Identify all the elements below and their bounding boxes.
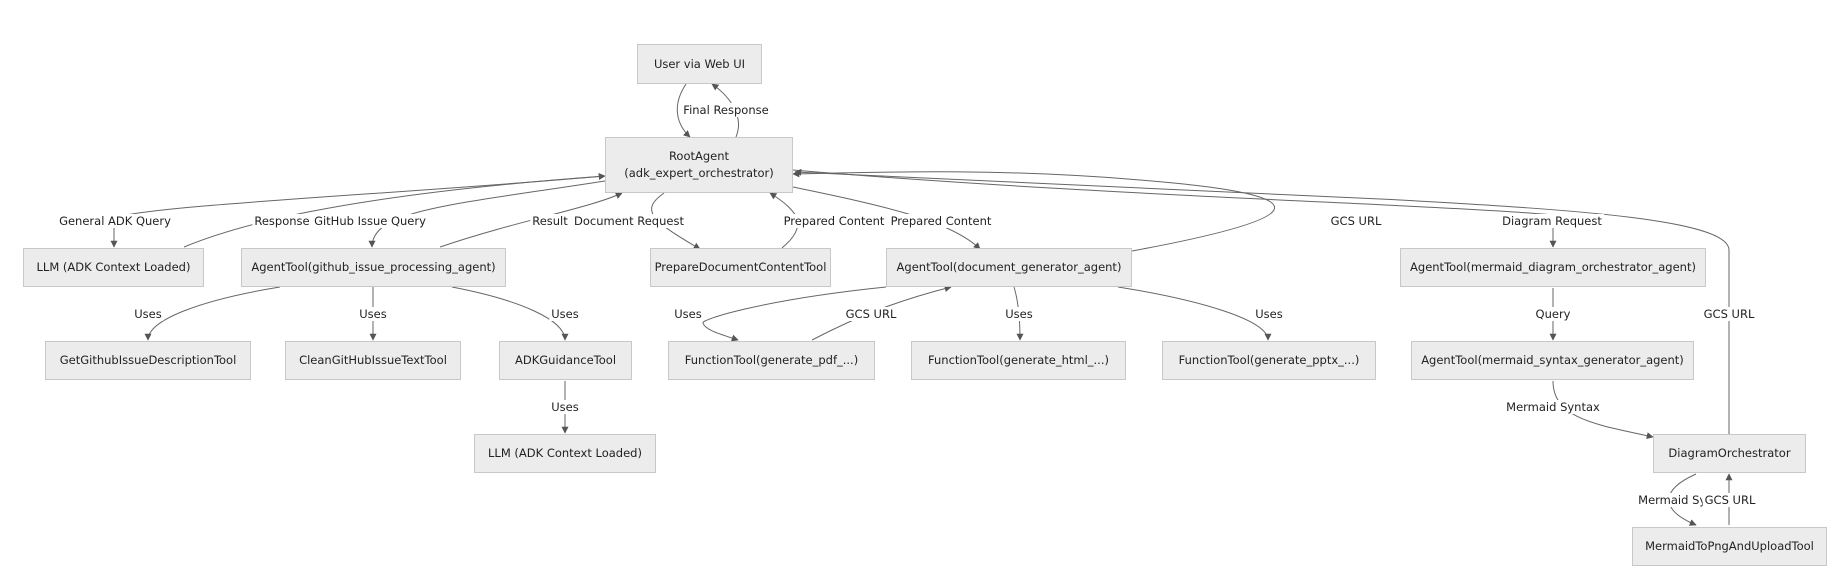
node-diagram-orchestrator: DiagramOrchestrator	[1653, 434, 1806, 473]
node-root-agent-title: RootAgent	[668, 149, 730, 163]
edge-github-to-adk	[451, 286, 569, 341]
edge-label-result: Result	[530, 214, 570, 228]
edge-syntax-to-diagram-orch	[1552, 380, 1654, 440]
node-get-github-issue-tool: GetGithubIssueDescriptionTool	[45, 341, 251, 380]
node-adk-guidance-tool-label: ADKGuidanceTool	[514, 353, 617, 367]
edge-user-to-root	[676, 83, 691, 138]
node-function-html-tool: FunctionTool(generate_html_...)	[911, 341, 1126, 380]
edge-label-gcs-url-pdf: GCS URL	[843, 307, 899, 321]
node-root-agent: RootAgent (adk_expert_orchestrator)	[605, 137, 793, 193]
edge-root-to-mermaid-agent	[792, 169, 1557, 248]
node-llm-adk-top: LLM (ADK Context Loaded)	[23, 248, 204, 287]
node-llm-adk-bottom-label: LLM (ADK Context Loaded)	[488, 446, 642, 460]
edge-label-uses-clean: Uses	[357, 307, 389, 321]
edge-label-diagram-request: Diagram Request	[1500, 214, 1604, 228]
edge-docgen-to-pptx	[1117, 286, 1272, 341]
edge-label-mermaid-syntax-1: Mermaid Syntax	[1504, 400, 1602, 414]
edge-label-response: Response	[252, 214, 312, 228]
node-document-generator-agent-label: AgentTool(document_generator_agent)	[896, 260, 1122, 274]
node-root-agent-subtitle: (adk_expert_orchestrator)	[624, 166, 774, 180]
node-diagram-orchestrator-label: DiagramOrchestrator	[1668, 446, 1791, 460]
node-mermaid-to-png-tool-label: MermaidToPngAndUploadTool	[1645, 539, 1814, 553]
node-document-generator-agent: AgentTool(document_generator_agent)	[886, 248, 1132, 287]
edge-label-gcs-url-orch: GCS URL	[1701, 307, 1757, 321]
node-function-pptx-tool: FunctionTool(generate_pptx_...)	[1162, 341, 1376, 380]
edge-root-to-github	[368, 180, 606, 248]
edge-label-uses-llm: Uses	[549, 400, 581, 414]
edge-docgen-to-pdf	[702, 286, 887, 342]
node-mermaid-syntax-agent: AgentTool(mermaid_syntax_generator_agent…	[1411, 341, 1694, 380]
edge-label-gcs-url-png: GCS URL	[1702, 493, 1758, 507]
node-llm-adk-top-label: LLM (ADK Context Loaded)	[36, 260, 191, 274]
edge-label-uses-get: Uses	[132, 307, 164, 321]
node-mermaid-to-png-tool: MermaidToPngAndUploadTool	[1632, 527, 1827, 566]
node-clean-github-text-tool-label: CleanGitHubIssueTextTool	[299, 353, 447, 367]
edge-label-prepared-content-2: Prepared Content	[888, 214, 994, 228]
edge-label-document-request: Document Request	[572, 214, 686, 228]
edge-root-to-docgen	[792, 186, 981, 250]
node-user-web-ui: User via Web UI	[637, 44, 762, 84]
node-function-pptx-tool-label: FunctionTool(generate_pptx_...)	[1178, 353, 1360, 367]
edge-label-uses-pdf: Uses	[672, 307, 704, 321]
edge-docgen-to-root	[792, 170, 1276, 252]
edge-diagram-orch-to-root	[794, 168, 1730, 438]
edge-label-github-issue-query: GitHub Issue Query	[312, 214, 428, 228]
node-function-pdf-tool-label: FunctionTool(generate_pdf_...)	[684, 353, 859, 367]
edge-label-prepared-content-1: Prepared Content	[781, 214, 887, 228]
node-function-pdf-tool: FunctionTool(generate_pdf_...)	[668, 341, 875, 380]
node-github-issue-agent-label: AgentTool(github_issue_processing_agent)	[251, 260, 496, 274]
node-clean-github-text-tool: CleanGitHubIssueTextTool	[285, 341, 461, 380]
node-github-issue-agent: AgentTool(github_issue_processing_agent)	[241, 248, 506, 287]
node-adk-guidance-tool: ADKGuidanceTool	[499, 341, 632, 380]
node-mermaid-syntax-agent-label: AgentTool(mermaid_syntax_generator_agent…	[1421, 353, 1684, 367]
node-get-github-issue-tool-label: GetGithubIssueDescriptionTool	[59, 353, 237, 367]
edge-github-to-get	[144, 286, 281, 341]
edge-label-uses-pptx: Uses	[1253, 307, 1285, 321]
edge-llm-to-root	[183, 172, 606, 248]
node-mermaid-orchestrator-agent-label: AgentTool(mermaid_diagram_orchestrator_a…	[1410, 260, 1696, 274]
node-prepare-document-tool-label: PrepareDocumentContentTool	[654, 260, 827, 274]
node-user-web-ui-label: User via Web UI	[653, 56, 746, 71]
edge-label-uses-html: Uses	[1003, 307, 1035, 321]
edge-label-uses-adk: Uses	[549, 307, 581, 321]
node-llm-adk-bottom: LLM (ADK Context Loaded)	[474, 434, 656, 473]
edge-label-general-adk-query: General ADK Query	[57, 214, 173, 228]
edge-label-final-response: Final Response	[681, 103, 771, 117]
node-mermaid-orchestrator-agent: AgentTool(mermaid_diagram_orchestrator_a…	[1400, 248, 1706, 287]
node-prepare-document-tool: PrepareDocumentContentTool	[650, 248, 831, 287]
node-function-html-tool-label: FunctionTool(generate_html_...)	[928, 353, 1109, 367]
edge-root-to-llm	[110, 175, 606, 248]
edge-label-gcs-url-root: GCS URL	[1328, 214, 1384, 228]
edge-label-query: Query	[1533, 307, 1573, 321]
